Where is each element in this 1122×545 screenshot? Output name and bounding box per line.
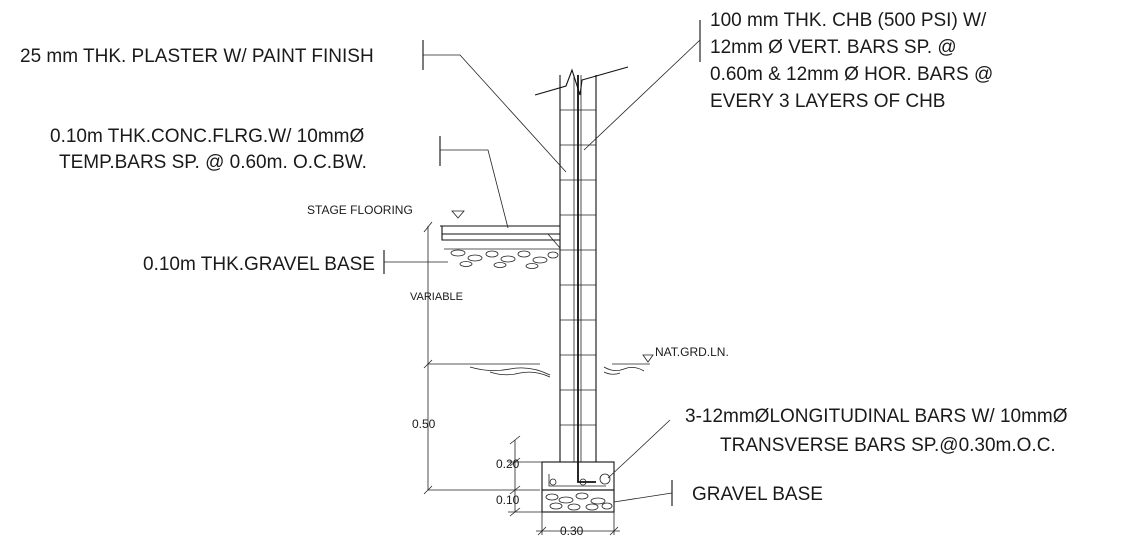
dimension-lines <box>423 221 620 536</box>
depth-dimension-label: 0.50 <box>412 417 436 431</box>
chb-callout-line-4: EVERY 3 LAYERS OF CHB <box>710 91 945 112</box>
variable-label: VARIABLE <box>410 291 463 303</box>
vertical-rebar <box>577 75 596 483</box>
footing-width-dimension-label: 0.30 <box>560 524 584 538</box>
footing-bars-callout-line-2: TRANSVERSE BARS SP.@0.30m.O.C. <box>720 435 1056 456</box>
chb-callout-line-1: 100 mm THK. CHB (500 PSI) W/ <box>710 10 987 31</box>
stage-flooring-label: STAGE FLOORING <box>307 203 413 217</box>
plaster-callout: 25 mm THK. PLASTER W/ PAINT FINISH <box>20 46 374 67</box>
footing-bars-callout: 3-12mmØLONGITUDINAL BARS W/ 10mmØ TRANSV… <box>685 406 1068 456</box>
gravel-base-bottom-callout: GRAVEL BASE <box>692 484 823 505</box>
flooring-callout: 0.10m THK.CONC.FLRG.W/ 10mmØ TEMP.BARS S… <box>50 126 367 173</box>
leader-lines <box>383 20 701 506</box>
gravel-base-top-callout: 0.10m THK.GRAVEL BASE <box>143 254 375 275</box>
stage-slab <box>440 210 561 269</box>
gravel-thickness-dimension-label: 0.10 <box>496 493 520 507</box>
flooring-callout-line-1: 0.10m THK.CONC.FLRG.W/ 10mmØ <box>50 126 364 147</box>
chb-callout: 100 mm THK. CHB (500 PSI) W/ 12mm Ø VERT… <box>710 10 993 112</box>
chb-callout-line-2: 12mm Ø VERT. BARS SP. @ <box>710 37 957 58</box>
footing-bars-callout-line-1: 3-12mmØLONGITUDINAL BARS W/ 10mmØ <box>685 406 1068 427</box>
footing-height-dimension-label: 0.20 <box>496 457 520 471</box>
natural-grade <box>428 354 654 378</box>
natural-grade-label: NAT.GRD.LN. <box>655 345 729 359</box>
flooring-callout-line-2: TEMP.BARS SP. @ 0.60m. O.C.BW. <box>59 152 367 173</box>
footing <box>541 461 615 513</box>
chb-wall <box>534 66 629 462</box>
chb-callout-line-3: 0.60m & 12mm Ø HOR. BARS @ <box>710 64 993 85</box>
